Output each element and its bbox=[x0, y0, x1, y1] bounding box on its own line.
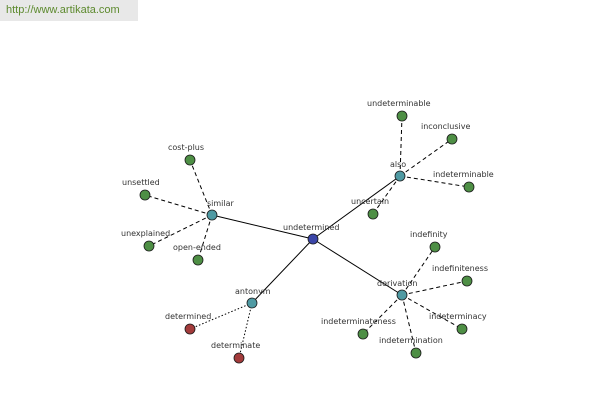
node-indefiniteness[interactable] bbox=[461, 275, 473, 287]
graph-nodes bbox=[139, 110, 475, 364]
node-uncertain[interactable] bbox=[367, 208, 379, 220]
node-indeterminacy[interactable] bbox=[456, 323, 468, 335]
node-indeterminateness[interactable] bbox=[357, 328, 369, 340]
label-uncertain[interactable]: uncertain bbox=[351, 197, 389, 206]
node-antonym[interactable] bbox=[246, 297, 258, 309]
node-also[interactable] bbox=[394, 170, 406, 182]
edge-undetermined-also bbox=[312, 175, 401, 240]
edge-similar-cost-plus bbox=[189, 159, 213, 216]
node-cost-plus[interactable] bbox=[184, 154, 196, 166]
label-similar[interactable]: similar bbox=[207, 199, 235, 208]
graph-labels: undetermined similar also antonym derivation… bbox=[121, 99, 494, 350]
url-banner: http://www.artikata.com bbox=[0, 0, 138, 21]
node-unexplained[interactable] bbox=[143, 240, 155, 252]
label-indeterminacy[interactable]: indeterminacy bbox=[429, 312, 487, 321]
edge-similar-open-ended bbox=[197, 214, 213, 261]
edge-also-indeterminable bbox=[399, 175, 470, 188]
label-indeterminateness[interactable]: indeterminateness bbox=[321, 317, 396, 326]
node-inconclusive[interactable] bbox=[446, 133, 458, 145]
edge-also-undeterminable bbox=[399, 115, 403, 177]
label-indetermination[interactable]: indetermination bbox=[379, 336, 443, 345]
site-url-link[interactable]: http://www.artikata.com bbox=[6, 4, 120, 16]
graph-edges bbox=[144, 115, 470, 359]
edge-derivation-indeterminateness bbox=[362, 294, 403, 335]
node-indetermination[interactable] bbox=[410, 347, 422, 359]
label-undeterminable[interactable]: undeterminable bbox=[367, 99, 431, 108]
label-cost-plus[interactable]: cost-plus bbox=[168, 143, 204, 152]
label-indefiniteness[interactable]: indefiniteness bbox=[432, 264, 488, 273]
edge-antonym-determinate bbox=[238, 302, 253, 359]
label-inconclusive[interactable]: inconclusive bbox=[421, 122, 470, 131]
label-also[interactable]: also bbox=[390, 160, 406, 169]
label-derivation[interactable]: derivation bbox=[377, 279, 417, 288]
edge-derivation-indefinity bbox=[401, 246, 436, 296]
label-antonym[interactable]: antonym bbox=[235, 287, 271, 296]
label-undetermined[interactable]: undetermined bbox=[283, 223, 339, 232]
label-determined[interactable]: determined bbox=[165, 312, 211, 321]
node-undetermined[interactable] bbox=[307, 233, 319, 245]
edge-derivation-indetermination bbox=[401, 294, 417, 354]
label-determinate[interactable]: determinate bbox=[211, 341, 260, 350]
edge-also-uncertain bbox=[372, 175, 401, 215]
edge-antonym-determined bbox=[189, 302, 253, 330]
node-determined[interactable] bbox=[184, 323, 196, 335]
node-open-ended[interactable] bbox=[192, 254, 204, 266]
node-undeterminable[interactable] bbox=[396, 110, 408, 122]
label-indefinity[interactable]: indefinity bbox=[410, 230, 448, 239]
edge-similar-unsettled bbox=[144, 194, 213, 216]
edge-undetermined-derivation bbox=[312, 238, 403, 296]
label-indeterminable[interactable]: indeterminable bbox=[433, 170, 494, 179]
node-derivation[interactable] bbox=[396, 289, 408, 301]
node-determinate[interactable] bbox=[233, 352, 245, 364]
node-indeterminable[interactable] bbox=[463, 181, 475, 193]
edge-similar-unexplained bbox=[148, 214, 213, 247]
node-indefinity[interactable] bbox=[429, 241, 441, 253]
label-unexplained[interactable]: unexplained bbox=[121, 229, 170, 238]
node-similar[interactable] bbox=[206, 209, 218, 221]
label-open-ended[interactable]: open-ended bbox=[173, 243, 221, 252]
edge-undetermined-similar bbox=[211, 214, 314, 240]
node-unsettled[interactable] bbox=[139, 189, 151, 201]
edge-derivation-indeterminacy bbox=[401, 294, 463, 330]
label-unsettled[interactable]: unsettled bbox=[122, 178, 160, 187]
edge-also-inconclusive bbox=[399, 138, 453, 177]
edge-undetermined-antonym bbox=[251, 238, 314, 304]
